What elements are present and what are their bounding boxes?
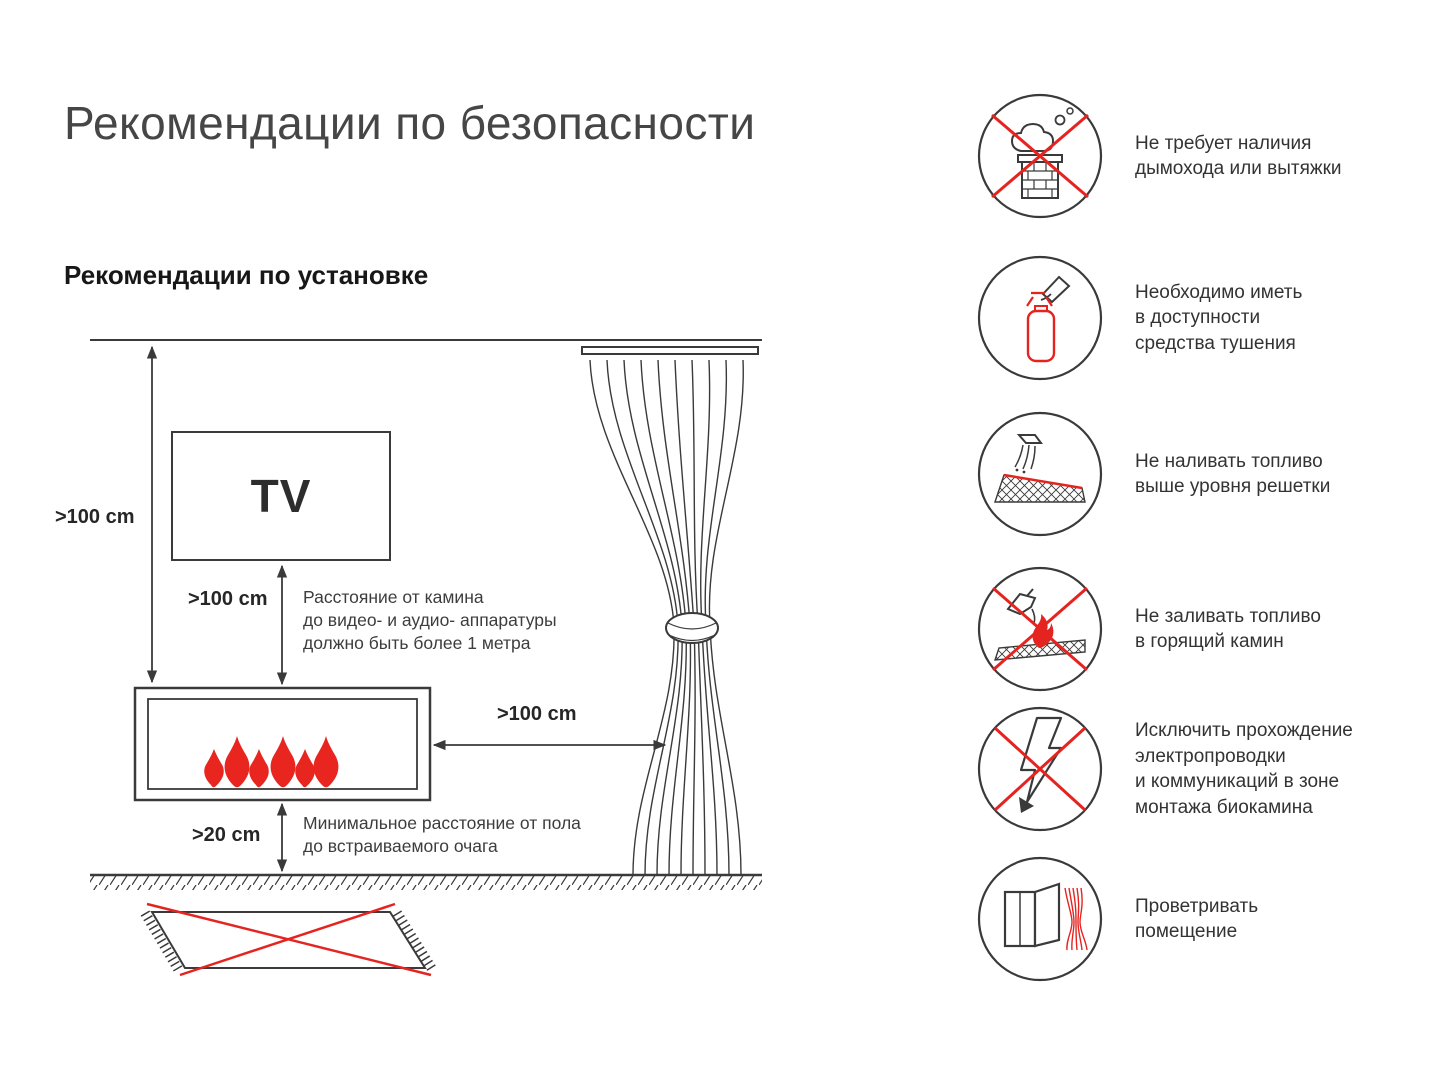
note-equipment-distance: Расстояние от камина до видео- и аудио- … bbox=[303, 587, 557, 653]
safety-item-text: Проветривать помещение bbox=[1135, 895, 1259, 943]
curtain bbox=[581, 346, 759, 876]
ventilate-room-icon bbox=[977, 856, 1103, 982]
fuel-level-icon bbox=[977, 411, 1103, 537]
dimension-arrows bbox=[146, 345, 667, 873]
safety-item-ventilate: Проветривать помещение bbox=[975, 853, 1433, 985]
dimension-label-floor-to-hearth: >20 cm bbox=[192, 824, 261, 846]
dimension-label-fireplace-to-curtain: >100 cm bbox=[497, 703, 577, 725]
section-title-installation: Рекомендации по установке bbox=[64, 260, 429, 290]
safety-item-text: Не заливать топливо в горящий камин bbox=[1135, 605, 1321, 653]
safety-item-fuel-level: Не наливать топливо выше уровня решетки bbox=[975, 408, 1433, 540]
safety-item-text: Не наливать топливо выше уровня решетки bbox=[1135, 450, 1331, 498]
no-carpet-cross bbox=[146, 902, 432, 977]
ventilation-curtain bbox=[1064, 887, 1088, 951]
curtain-rod bbox=[581, 346, 759, 355]
fireplace bbox=[133, 686, 432, 802]
carpet bbox=[140, 902, 437, 977]
no-wiring-icon bbox=[977, 706, 1103, 832]
installation-diagram bbox=[90, 339, 762, 977]
safety-item-no-chimney: Не требует наличия дымохода или вытяжки bbox=[975, 90, 1433, 222]
note-floor-distance: Минимальное расстояние от пола до встраи… bbox=[303, 813, 581, 856]
tv-screen-label: TV bbox=[250, 470, 312, 522]
dimension-label-tv-to-fireplace: >100 cm bbox=[188, 588, 268, 610]
fire-extinguisher-icon bbox=[977, 255, 1103, 381]
fireplace-flames bbox=[204, 736, 339, 788]
no-refuel-burning-icon bbox=[977, 566, 1103, 692]
safety-item-text: Не требует наличия дымохода или вытяжки bbox=[1135, 132, 1342, 180]
curtain-tieback bbox=[665, 612, 719, 644]
safety-item-extinguisher: Необходимо иметь в доступности средства … bbox=[975, 252, 1433, 384]
floor-line bbox=[90, 873, 762, 890]
dimension-label-wall-to-fireplace: >100 cm bbox=[55, 506, 135, 528]
safety-item-no-wiring: Исключить прохождение электропроводки и … bbox=[975, 703, 1433, 835]
no-chimney-icon bbox=[977, 93, 1103, 219]
page-title: Рекомендации по безопасности bbox=[64, 97, 756, 149]
tv-outline bbox=[171, 431, 391, 561]
safety-item-text: Необходимо иметь в доступности средства … bbox=[1135, 281, 1303, 354]
safety-item-text: Исключить прохождение электропроводки и … bbox=[1135, 720, 1353, 818]
safety-item-no-refuel-burning: Не заливать топливо в горящий камин bbox=[975, 563, 1433, 695]
